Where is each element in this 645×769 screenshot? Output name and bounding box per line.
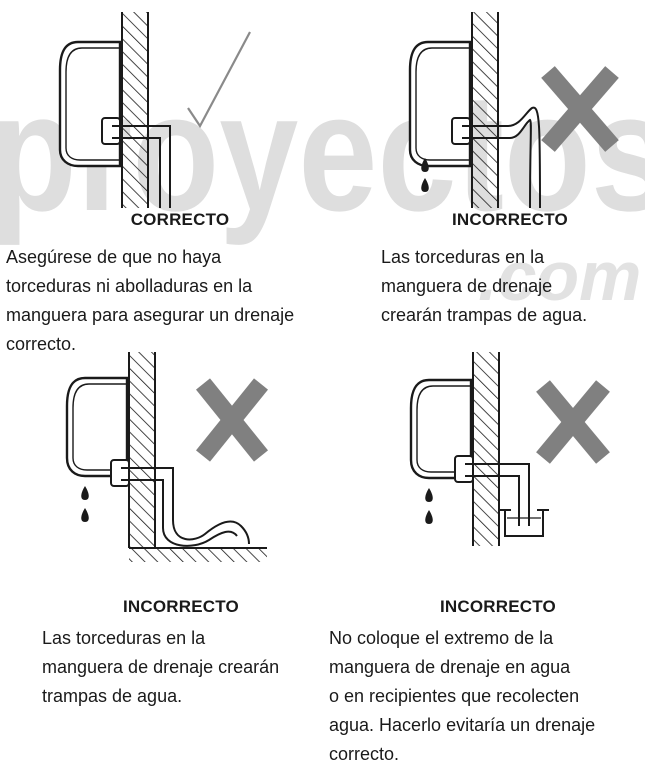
- figure-hose-on-floor: [65, 352, 269, 562]
- figure-correct-drain: [58, 12, 251, 208]
- panel-4-text: No coloque el extremo de la manguera de …: [329, 628, 596, 764]
- water-drops: [81, 486, 89, 522]
- drain-outlet: [110, 459, 130, 487]
- water-drops: [421, 158, 429, 192]
- drain-hose: [462, 106, 541, 208]
- panel-3-title: INCORRECTO: [123, 597, 239, 616]
- drain-hose: [465, 463, 530, 526]
- drain-outlet: [454, 455, 474, 483]
- floor: [129, 547, 267, 562]
- panel-2-text: Las torceduras en la manguera de drenaje…: [381, 247, 588, 325]
- x-mark-icon: [195, 378, 269, 462]
- figure-kinked-hose: [408, 12, 619, 208]
- x-mark-icon: [536, 380, 610, 464]
- drain-hose: [121, 467, 250, 547]
- panel-3-text: Las torceduras en la manguera de drenaje…: [42, 628, 280, 706]
- panel-2-title: INCORRECTO: [452, 210, 568, 229]
- drain-outlet: [451, 117, 471, 145]
- wall: [472, 352, 500, 546]
- wall: [128, 352, 156, 548]
- water-container: [499, 509, 549, 537]
- figure-hose-in-container: [409, 352, 610, 546]
- drain-outlet: [101, 117, 121, 145]
- panel-1-text: Asegúrese de que no haya torceduras ni a…: [6, 247, 295, 354]
- wall: [121, 12, 149, 208]
- panel-1-title: CORRECTO: [130, 210, 230, 229]
- ac-unit: [65, 376, 129, 478]
- ac-unit: [58, 40, 122, 168]
- check-mark-icon: [187, 31, 251, 129]
- ac-unit: [409, 378, 473, 480]
- water-drops: [425, 488, 433, 524]
- drain-hose: [112, 125, 171, 208]
- x-mark-icon: [541, 66, 619, 152]
- wall: [471, 12, 499, 208]
- panel-4-title: INCORRECTO: [440, 597, 556, 616]
- ac-unit: [408, 40, 472, 168]
